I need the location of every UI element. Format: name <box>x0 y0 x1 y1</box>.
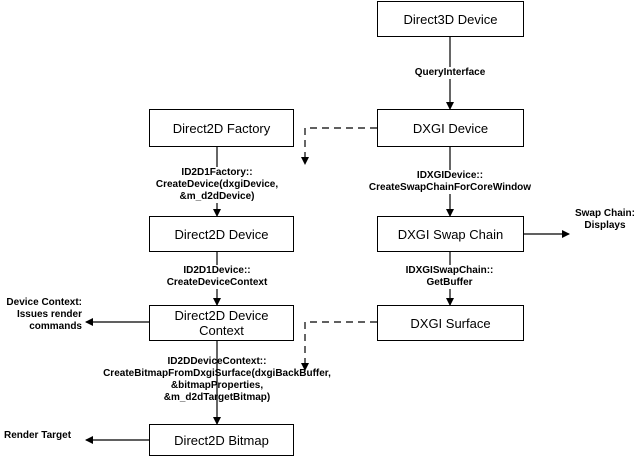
label-create-bitmap: ID2DDeviceContext:: CreateBitmapFromDxgi… <box>103 356 331 403</box>
dashed-dxgi-surface-link <box>301 321 377 371</box>
label-swap-chain-displays: Swap Chain: Displays <box>574 208 635 231</box>
direct2d-bitmap-node[interactable]: Direct2D Bitmap <box>149 424 294 456</box>
label-create-swap-chain: IDXGIDevice:: CreateSwapChainForCoreWind… <box>355 170 545 194</box>
direct2d-device-context-node[interactable]: Direct2D Device Context <box>149 305 294 341</box>
label-get-buffer: IDXGISwapChain:: GetBuffer <box>392 265 507 289</box>
label-query-interface: QueryInterface <box>390 67 510 79</box>
direct2d-device-node[interactable]: Direct2D Device <box>149 216 294 252</box>
label-create-device-context: ID2D1Device:: CreateDeviceContext <box>152 265 282 289</box>
dashed-dxgi-device-link <box>301 127 377 165</box>
dxgi-swap-chain-node[interactable]: DXGI Swap Chain <box>377 216 524 252</box>
direct2d-factory-node[interactable]: Direct2D Factory <box>149 109 294 147</box>
dxgi-device-node[interactable]: DXGI Device <box>377 109 524 147</box>
label-device-context-issues: Device Context: Issues render commands <box>6 297 82 332</box>
direct3d-device-node[interactable]: Direct3D Device <box>377 1 524 37</box>
dxgi-surface-node[interactable]: DXGI Surface <box>377 305 524 341</box>
label-create-device: ID2D1Factory:: CreateDevice(dxgiDevice, … <box>117 167 317 203</box>
label-render-target: Render Target <box>4 430 72 441</box>
